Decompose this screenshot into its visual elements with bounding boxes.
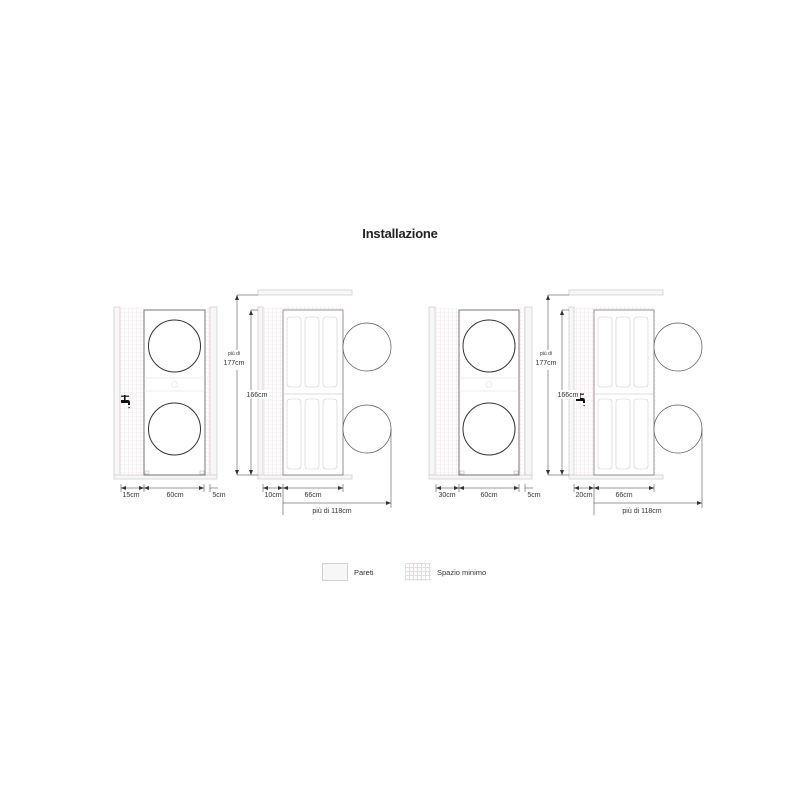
height-prefix: più di: [540, 351, 552, 357]
washer-side: [282, 309, 344, 476]
dryer-door: [462, 319, 516, 373]
washer-side: [593, 309, 655, 476]
legend-min-space: Spazio minimo: [405, 562, 486, 582]
walls-swatch-icon: [322, 563, 348, 581]
dim-depth: 66cm: [615, 492, 632, 499]
dim-door-open-depth: più di 118cm: [312, 508, 351, 515]
open-door-top: [342, 322, 392, 372]
open-door-top: [653, 322, 703, 372]
open-door-bottom: [342, 404, 392, 454]
floor: [568, 474, 664, 480]
legend-walls: Pareti: [322, 562, 374, 582]
washer-door: [462, 402, 516, 456]
wall-left: [113, 306, 121, 476]
dim-left-clearance: 30cm: [438, 492, 455, 499]
front-view-b: 30cm 60cm 5cm: [428, 306, 541, 499]
dim-left-clearance: 15cm: [122, 492, 139, 499]
dim-door-open-depth: più di 118cm: [622, 508, 661, 515]
legend-min-space-label: Spazio minimo: [437, 567, 487, 577]
open-door-bottom: [653, 404, 703, 454]
page-title: Installazione: [362, 226, 438, 241]
dim-right-clearance: 5cm: [212, 492, 225, 499]
height-prefix: più di: [228, 351, 240, 357]
wall-left: [428, 306, 436, 476]
side-view-a: più di 177cm 166cm 10cm 66cm più di 118c…: [223, 289, 392, 515]
dim-width: 60cm: [166, 492, 183, 499]
ceiling: [257, 289, 353, 296]
washer-tower: [458, 309, 520, 476]
wall-right: [209, 306, 218, 476]
floor: [113, 474, 218, 480]
side-view-b: più di 177cm 166cm 20cm 66cm più di 118c…: [535, 289, 703, 515]
washer-tower: [143, 309, 206, 476]
min-space-swatch-icon: [405, 563, 431, 581]
dim-back-clearance: 20cm: [575, 492, 592, 499]
dim-unit-height: 166cm: [246, 392, 267, 399]
floor: [257, 474, 353, 480]
legend-walls-label: Pareti: [354, 567, 374, 577]
dim-back-clearance: 10cm: [264, 492, 281, 499]
floor: [428, 474, 533, 480]
dim-total-height: 177cm: [535, 360, 556, 367]
dim-right-clearance: 5cm: [527, 492, 540, 499]
dim-width: 60cm: [480, 492, 497, 499]
wall-right: [524, 306, 533, 476]
dim-total-height: 177cm: [223, 360, 244, 367]
dim-unit-height: 166cm: [557, 392, 578, 399]
front-view-a: 15cm 60cm 5cm: [113, 306, 226, 499]
ceiling: [568, 289, 664, 296]
dryer-door: [148, 319, 201, 373]
dim-depth: 66cm: [304, 492, 321, 499]
washer-door: [148, 402, 201, 456]
